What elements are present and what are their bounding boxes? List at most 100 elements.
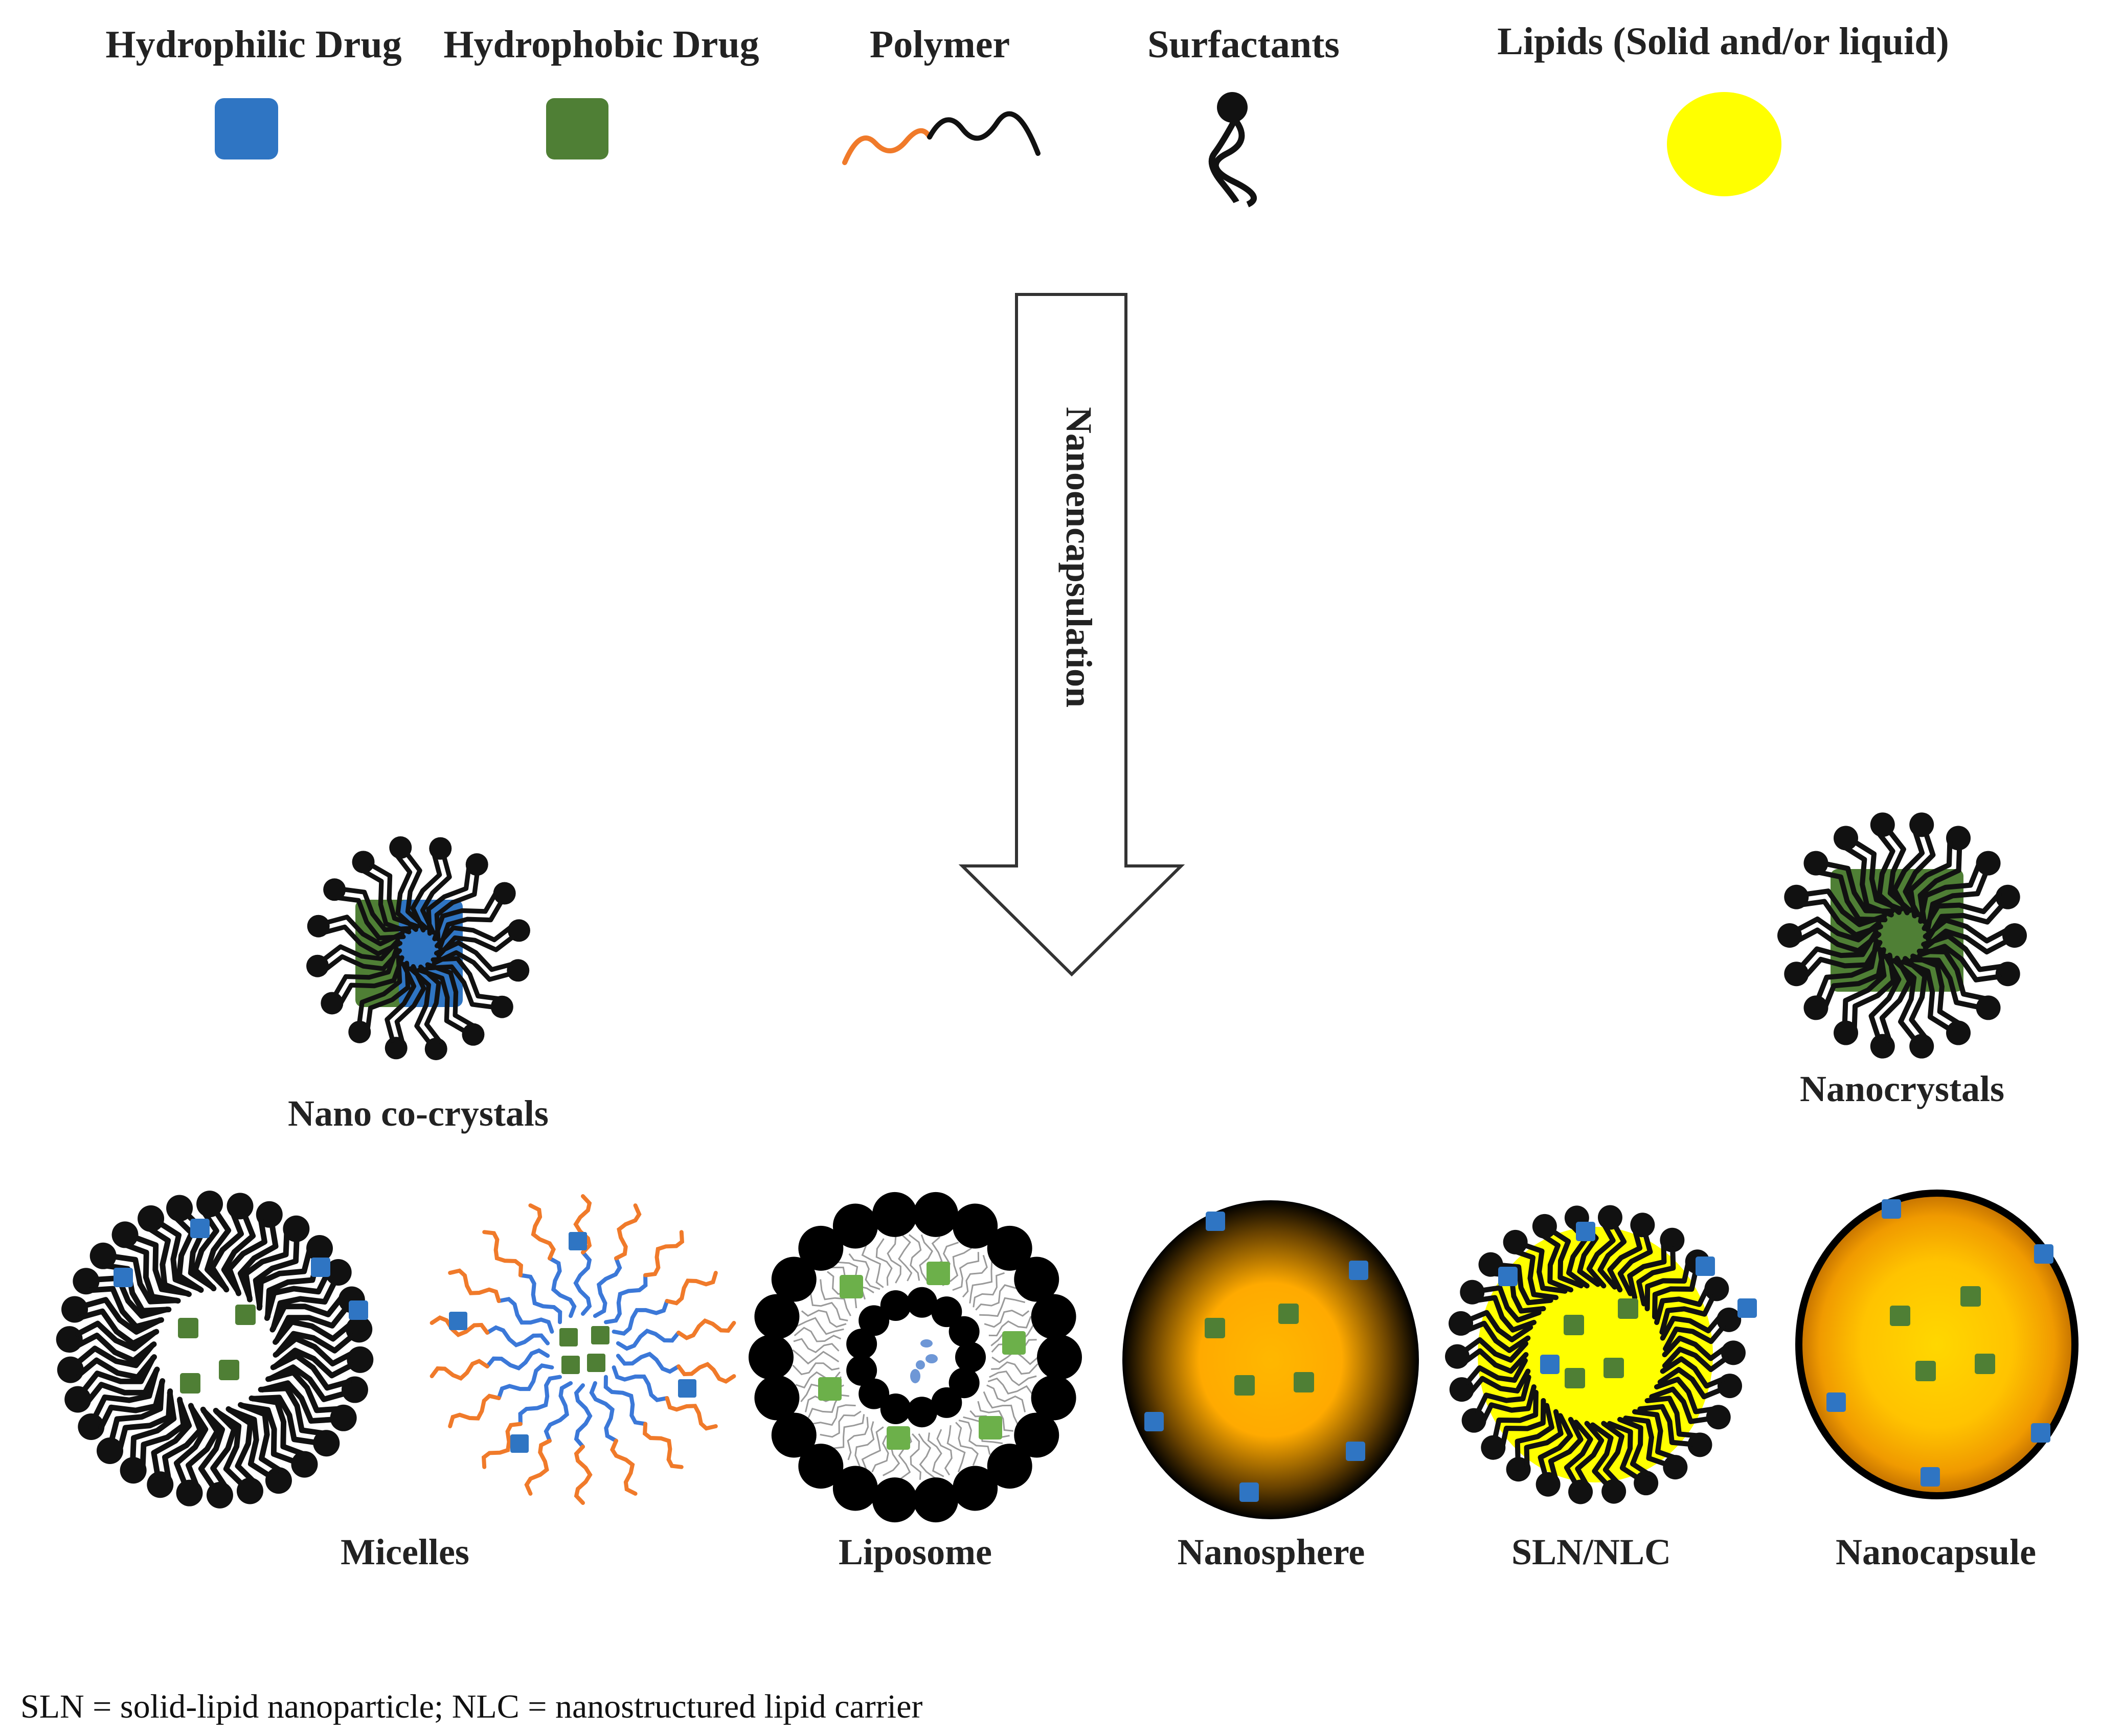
surfactant-tail: [273, 1336, 356, 1367]
bilayer-tails: [792, 1234, 1038, 1480]
surfactant-head: [78, 1413, 105, 1441]
surfactant-tail: [1480, 1384, 1537, 1425]
hydrophobic-drug: [1565, 1368, 1585, 1388]
hydrophobic-drug: [591, 1326, 609, 1344]
surfactant-tail: [151, 1398, 192, 1478]
lipid-head: [846, 1355, 877, 1386]
legend-lipids-label: Lipids (Solid and/or liquid): [1497, 20, 1949, 63]
surfactant-head: [111, 1221, 139, 1248]
surfactant-tail: [1815, 870, 1888, 923]
outer-lipid-heads: [749, 1192, 1082, 1523]
hydrophilic-drug: [910, 1369, 920, 1383]
hydrophobic-drug: [178, 1318, 198, 1338]
lipid-tail: [875, 1238, 893, 1286]
hydrophobic-drug: [818, 1377, 842, 1401]
hydrophobic-drug: [1564, 1315, 1584, 1335]
lipid-tail: [973, 1272, 1005, 1308]
lipid-tail: [936, 1429, 953, 1476]
lipid-tail: [861, 1244, 884, 1288]
surfactant-tail: [1548, 1417, 1584, 1482]
surfactant-head: [313, 1430, 340, 1457]
hydrophilic-drug: [510, 1434, 529, 1453]
lipid-head: [1014, 1257, 1059, 1302]
hydrophilic-drug: [2034, 1244, 2053, 1264]
lipid-tail: [927, 1432, 944, 1477]
lipid-tail: [979, 1297, 1026, 1317]
surfactant-tail: [369, 862, 420, 929]
surfactant-tail: [131, 1235, 190, 1296]
surfactant-head: [138, 1205, 165, 1232]
hydrophilic-drug: [1882, 1199, 1901, 1219]
surfactant-tail: [1524, 1409, 1564, 1469]
hydrophilic-drug: [925, 1354, 938, 1363]
surfactant-shell: [1777, 812, 2027, 1059]
surfactant-tail: [1466, 1310, 1533, 1342]
surfactant-tail: [260, 1380, 336, 1424]
surfactant-tail: [1923, 917, 2010, 944]
surfactant-tail: [267, 1364, 349, 1402]
hydrophobic-drug: [1205, 1318, 1225, 1338]
lipid-head: [754, 1375, 800, 1421]
surfactant-head: [325, 1259, 352, 1286]
surfactant-head: [1597, 1205, 1622, 1230]
surfactant-tail: [1637, 1404, 1693, 1447]
lipid-head: [948, 1367, 980, 1399]
surfactant-head: [1803, 851, 1828, 876]
surfactant-tail: [1802, 940, 1883, 979]
hydrophilic-drug: [1206, 1212, 1225, 1231]
hydrophilic-drug: [569, 1232, 587, 1250]
surfactant-tail: [227, 1217, 267, 1296]
lipid-head: [1031, 1294, 1076, 1339]
surfactant-tail: [1794, 927, 1882, 954]
lipid-tail: [983, 1391, 1019, 1425]
surfactant-tail: [1660, 1314, 1723, 1341]
surfactant-tail: [146, 1225, 192, 1297]
lipid-head: [955, 1342, 986, 1373]
surfactant-tail: [1663, 1324, 1726, 1352]
hydrophobic-drug: [1294, 1372, 1314, 1392]
surfactant-tail: [408, 966, 433, 1046]
surfactant-tail: [1575, 1421, 1605, 1488]
surfactant-tail: [1607, 1421, 1641, 1481]
surfactant-tail: [365, 961, 411, 1032]
surfactant-shell: [306, 836, 530, 1060]
surfactant-tail: [75, 1320, 158, 1352]
surfactant-tail: [270, 1278, 338, 1331]
polymer-chain: [496, 1297, 554, 1334]
legend-polymer-label: Polymer: [870, 23, 1010, 66]
nanocrystals-label: Nanocrystals: [1800, 1068, 2004, 1109]
surfactant-head: [321, 992, 344, 1015]
hydrophilic-drug: [1921, 1467, 1940, 1487]
polymer-chain: [485, 1348, 550, 1370]
surfactant-head: [493, 882, 516, 905]
surfactant-tail: [81, 1297, 163, 1335]
lipid-tail: [991, 1361, 1038, 1375]
polymer-chain: [642, 1422, 684, 1469]
lipid-tail: [958, 1420, 991, 1455]
surfactant-head: [1687, 1432, 1712, 1457]
surfactant-tail: [1474, 1295, 1537, 1333]
surfactant-head: [465, 853, 488, 876]
surfactant-tail: [80, 1355, 156, 1394]
surfactant-tail: [1654, 1285, 1710, 1326]
surfactant-tail: [274, 1331, 355, 1357]
lipid-head: [907, 1397, 938, 1428]
lipid-core: [1478, 1227, 1713, 1482]
polymer-chain: [616, 1329, 681, 1351]
legend-hydrophobic-label: Hydrophobic Drug: [443, 23, 759, 66]
surfactant-tail: [237, 1221, 279, 1301]
lipid-head: [953, 1203, 998, 1249]
hydrophilic-drug: [678, 1379, 696, 1398]
hydrophobic-drug: [1618, 1298, 1638, 1319]
lipid-tail: [793, 1338, 840, 1354]
nanosphere-label: Nanosphere: [1178, 1532, 1365, 1572]
hydrophilic-drug: [114, 1268, 133, 1287]
hydrophilic-drug-icon: [215, 98, 278, 159]
surfactant-tail: [394, 964, 426, 1045]
surfactant-tail: [1851, 952, 1896, 1032]
lipid-tail: [946, 1425, 966, 1473]
lipid-tail: [854, 1421, 875, 1467]
polymer-chain: [665, 1271, 718, 1306]
hydrophobic-drug: [1234, 1375, 1255, 1396]
lipid-tail: [801, 1309, 847, 1328]
